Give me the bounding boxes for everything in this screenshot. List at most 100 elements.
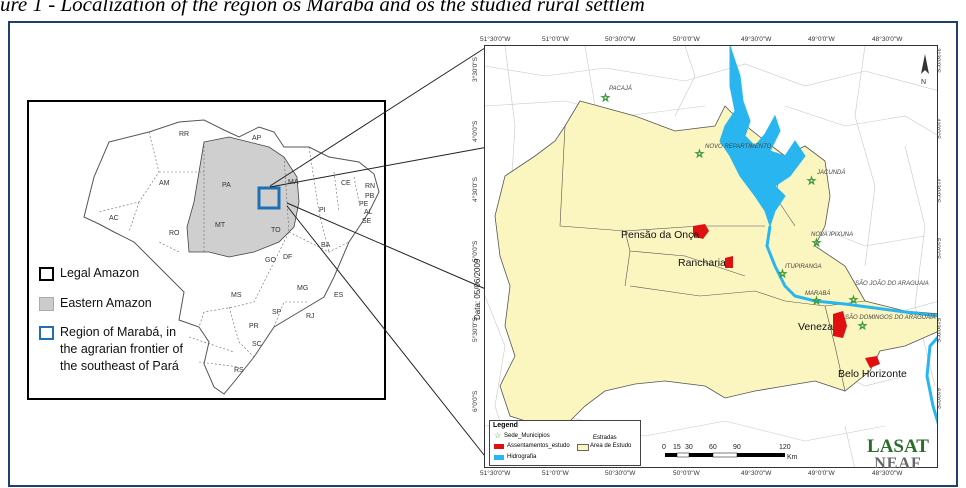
svg-text:RR: RR bbox=[179, 131, 189, 138]
map-legend: Legend ☆ Sede_Municipios Estradas Assent… bbox=[489, 420, 641, 466]
settlement-labels: Pensão da Onça Rancharia Veneza Belo Hor… bbox=[621, 229, 907, 380]
legend-label-legal-amazon: Legal Amazon bbox=[60, 266, 140, 280]
araguaia-river bbox=[925, 335, 937, 425]
lon-tick: 50°0'0"W bbox=[673, 36, 700, 43]
lon-tick: 51°0'0"W bbox=[542, 470, 569, 477]
lon-tick: 51°30'0"W bbox=[480, 470, 511, 477]
legend-swatch-eastern-amazon bbox=[39, 297, 54, 311]
svg-text:DF: DF bbox=[283, 254, 292, 261]
lon-tick: 50°0'0"W bbox=[673, 470, 700, 477]
svg-text:ES: ES bbox=[334, 292, 344, 299]
lat-tick: 3°30'0"S bbox=[472, 57, 479, 82]
lat-tick: 6°0'0"S bbox=[472, 390, 479, 412]
svg-text:RS: RS bbox=[234, 367, 244, 374]
scale-tick: 90 bbox=[733, 444, 741, 451]
settlement-rancharia bbox=[725, 256, 733, 268]
svg-text:MT: MT bbox=[215, 222, 226, 229]
lon-tick: 48°30'0"W bbox=[872, 470, 903, 477]
legend-swatch-assent bbox=[494, 444, 504, 449]
north-label: N bbox=[921, 79, 926, 86]
label-itupiranga: ITUPIRANGA bbox=[785, 264, 822, 270]
logo-lasat: LASAT bbox=[867, 436, 929, 457]
municipality-seats: ☆ ☆ ☆ ☆ ☆ ☆ ☆ ☆ bbox=[601, 93, 868, 333]
star-icon: ☆ bbox=[695, 149, 704, 160]
label-rancharia: Rancharia bbox=[678, 257, 726, 269]
municipality-labels: PACAJÁ NOVO REPARTIMENTO JACUNDÁ NOVA IP… bbox=[609, 85, 936, 321]
scale-unit: Km bbox=[787, 454, 798, 461]
scale-tick: 30 bbox=[685, 444, 693, 451]
label-sao-joao-do-araguaia: SÃO JOÃO DO ARAGUAIA bbox=[855, 280, 929, 287]
label-maraba: MARABÁ bbox=[805, 290, 830, 297]
legend-assent: Assentamentos_estudo bbox=[507, 443, 570, 449]
label-belo-horizonte: Belo Horizonte bbox=[838, 368, 907, 380]
star-icon: ☆ bbox=[778, 269, 787, 280]
svg-text:CE: CE bbox=[341, 180, 351, 187]
legend-swatch-maraba bbox=[39, 326, 54, 340]
svg-text:AM: AM bbox=[159, 180, 170, 187]
legend-area: Area de Estudo bbox=[590, 443, 632, 449]
label-pensao-da-onca: Pensão da Onça bbox=[621, 229, 699, 241]
lat-tick: 4°0'0"S bbox=[472, 120, 479, 142]
svg-text:PB: PB bbox=[365, 193, 375, 200]
star-icon: ☆ bbox=[812, 238, 821, 249]
study-area-svg: ☆ ☆ ☆ ☆ ☆ ☆ ☆ ☆ PACAJÁ NOVO REPARTIMENTO… bbox=[485, 46, 937, 467]
legend-estradas: Estradas bbox=[593, 435, 617, 441]
label-pacaja: PACAJÁ bbox=[609, 85, 632, 92]
lon-tick: 49°30'0"W bbox=[741, 36, 772, 43]
svg-text:SE: SE bbox=[362, 218, 372, 225]
legend-label-eastern-amazon: Eastern Amazon bbox=[60, 296, 152, 310]
lon-tick: 51°0'0"W bbox=[542, 36, 569, 43]
north-arrow-icon: N bbox=[921, 54, 929, 86]
star-icon: ☆ bbox=[601, 93, 610, 104]
label-jacunda: JACUNDÁ bbox=[816, 169, 845, 176]
scale-tick: 120 bbox=[779, 444, 791, 451]
svg-text:GO: GO bbox=[265, 257, 276, 264]
state-borders bbox=[98, 131, 360, 368]
star-icon: ☆ bbox=[812, 296, 821, 307]
scale-tick: 60 bbox=[709, 444, 717, 451]
tocantins-river bbox=[765, 225, 937, 318]
lon-tick: 49°30'0"W bbox=[741, 470, 772, 477]
lon-tick: 51°30'0"W bbox=[480, 36, 511, 43]
scale-bar: 0 15 30 60 90 120 Km bbox=[662, 444, 798, 461]
legend-label-maraba: Region of Marabá, in the agrarian fronti… bbox=[60, 325, 183, 373]
study-area-map: ☆ ☆ ☆ ☆ ☆ ☆ ☆ ☆ PACAJÁ NOVO REPARTIMENTO… bbox=[484, 45, 938, 468]
svg-text:AL: AL bbox=[364, 209, 373, 216]
lat-tick: 5°30'0"S bbox=[472, 317, 479, 342]
figure-frame bbox=[8, 21, 958, 487]
svg-text:SC: SC bbox=[252, 341, 262, 348]
lon-tick: 48°30'0"W bbox=[872, 36, 903, 43]
map-date-label: Data: 05/06/2009 bbox=[473, 258, 482, 320]
settlement-veneza bbox=[833, 311, 847, 338]
settlement-pensao-da-onca bbox=[693, 224, 709, 239]
tucurui-reservoir bbox=[719, 46, 806, 228]
lasat-neaf-logo: LASAT NEAF bbox=[858, 436, 938, 472]
svg-text:SP: SP bbox=[272, 309, 282, 316]
legend-swatch-hidro bbox=[494, 455, 504, 460]
svg-text:AP: AP bbox=[252, 135, 262, 142]
svg-text:BA: BA bbox=[321, 242, 331, 249]
label-veneza: Veneza bbox=[798, 321, 833, 333]
lon-tick: 49°0'0"W bbox=[808, 36, 835, 43]
lon-tick: 50°30'0"W bbox=[605, 36, 636, 43]
legend-swatch-legal-amazon bbox=[39, 267, 54, 281]
svg-text:MG: MG bbox=[297, 285, 308, 292]
svg-text:AC: AC bbox=[109, 215, 119, 222]
brazil-outline bbox=[83, 119, 380, 395]
svg-text:PR: PR bbox=[249, 323, 259, 330]
star-icon: ☆ bbox=[494, 431, 502, 440]
maraba-region-box bbox=[257, 186, 281, 210]
lat-tick: 4°30'0"S bbox=[472, 177, 479, 202]
label-sao-domingos-do-araguaia: SÃO DOMINGOS DO ARAGUAIA bbox=[845, 314, 936, 321]
lon-tick: 50°30'0"W bbox=[605, 470, 636, 477]
legend-swatch-area bbox=[577, 444, 589, 451]
svg-text:MS: MS bbox=[231, 292, 242, 299]
label-nova-ipixuna: NOVA IPIXUNA bbox=[811, 232, 853, 238]
legal-amazon-area bbox=[186, 136, 300, 258]
scale-tick: 15 bbox=[673, 444, 681, 451]
municipality-boundaries bbox=[559, 125, 866, 392]
settlement-belo-horizonte bbox=[865, 356, 880, 368]
lon-tick: 49°0'0"W bbox=[808, 470, 835, 477]
figure-caption: ure 1 - Localization of the region os Ma… bbox=[0, 0, 645, 16]
